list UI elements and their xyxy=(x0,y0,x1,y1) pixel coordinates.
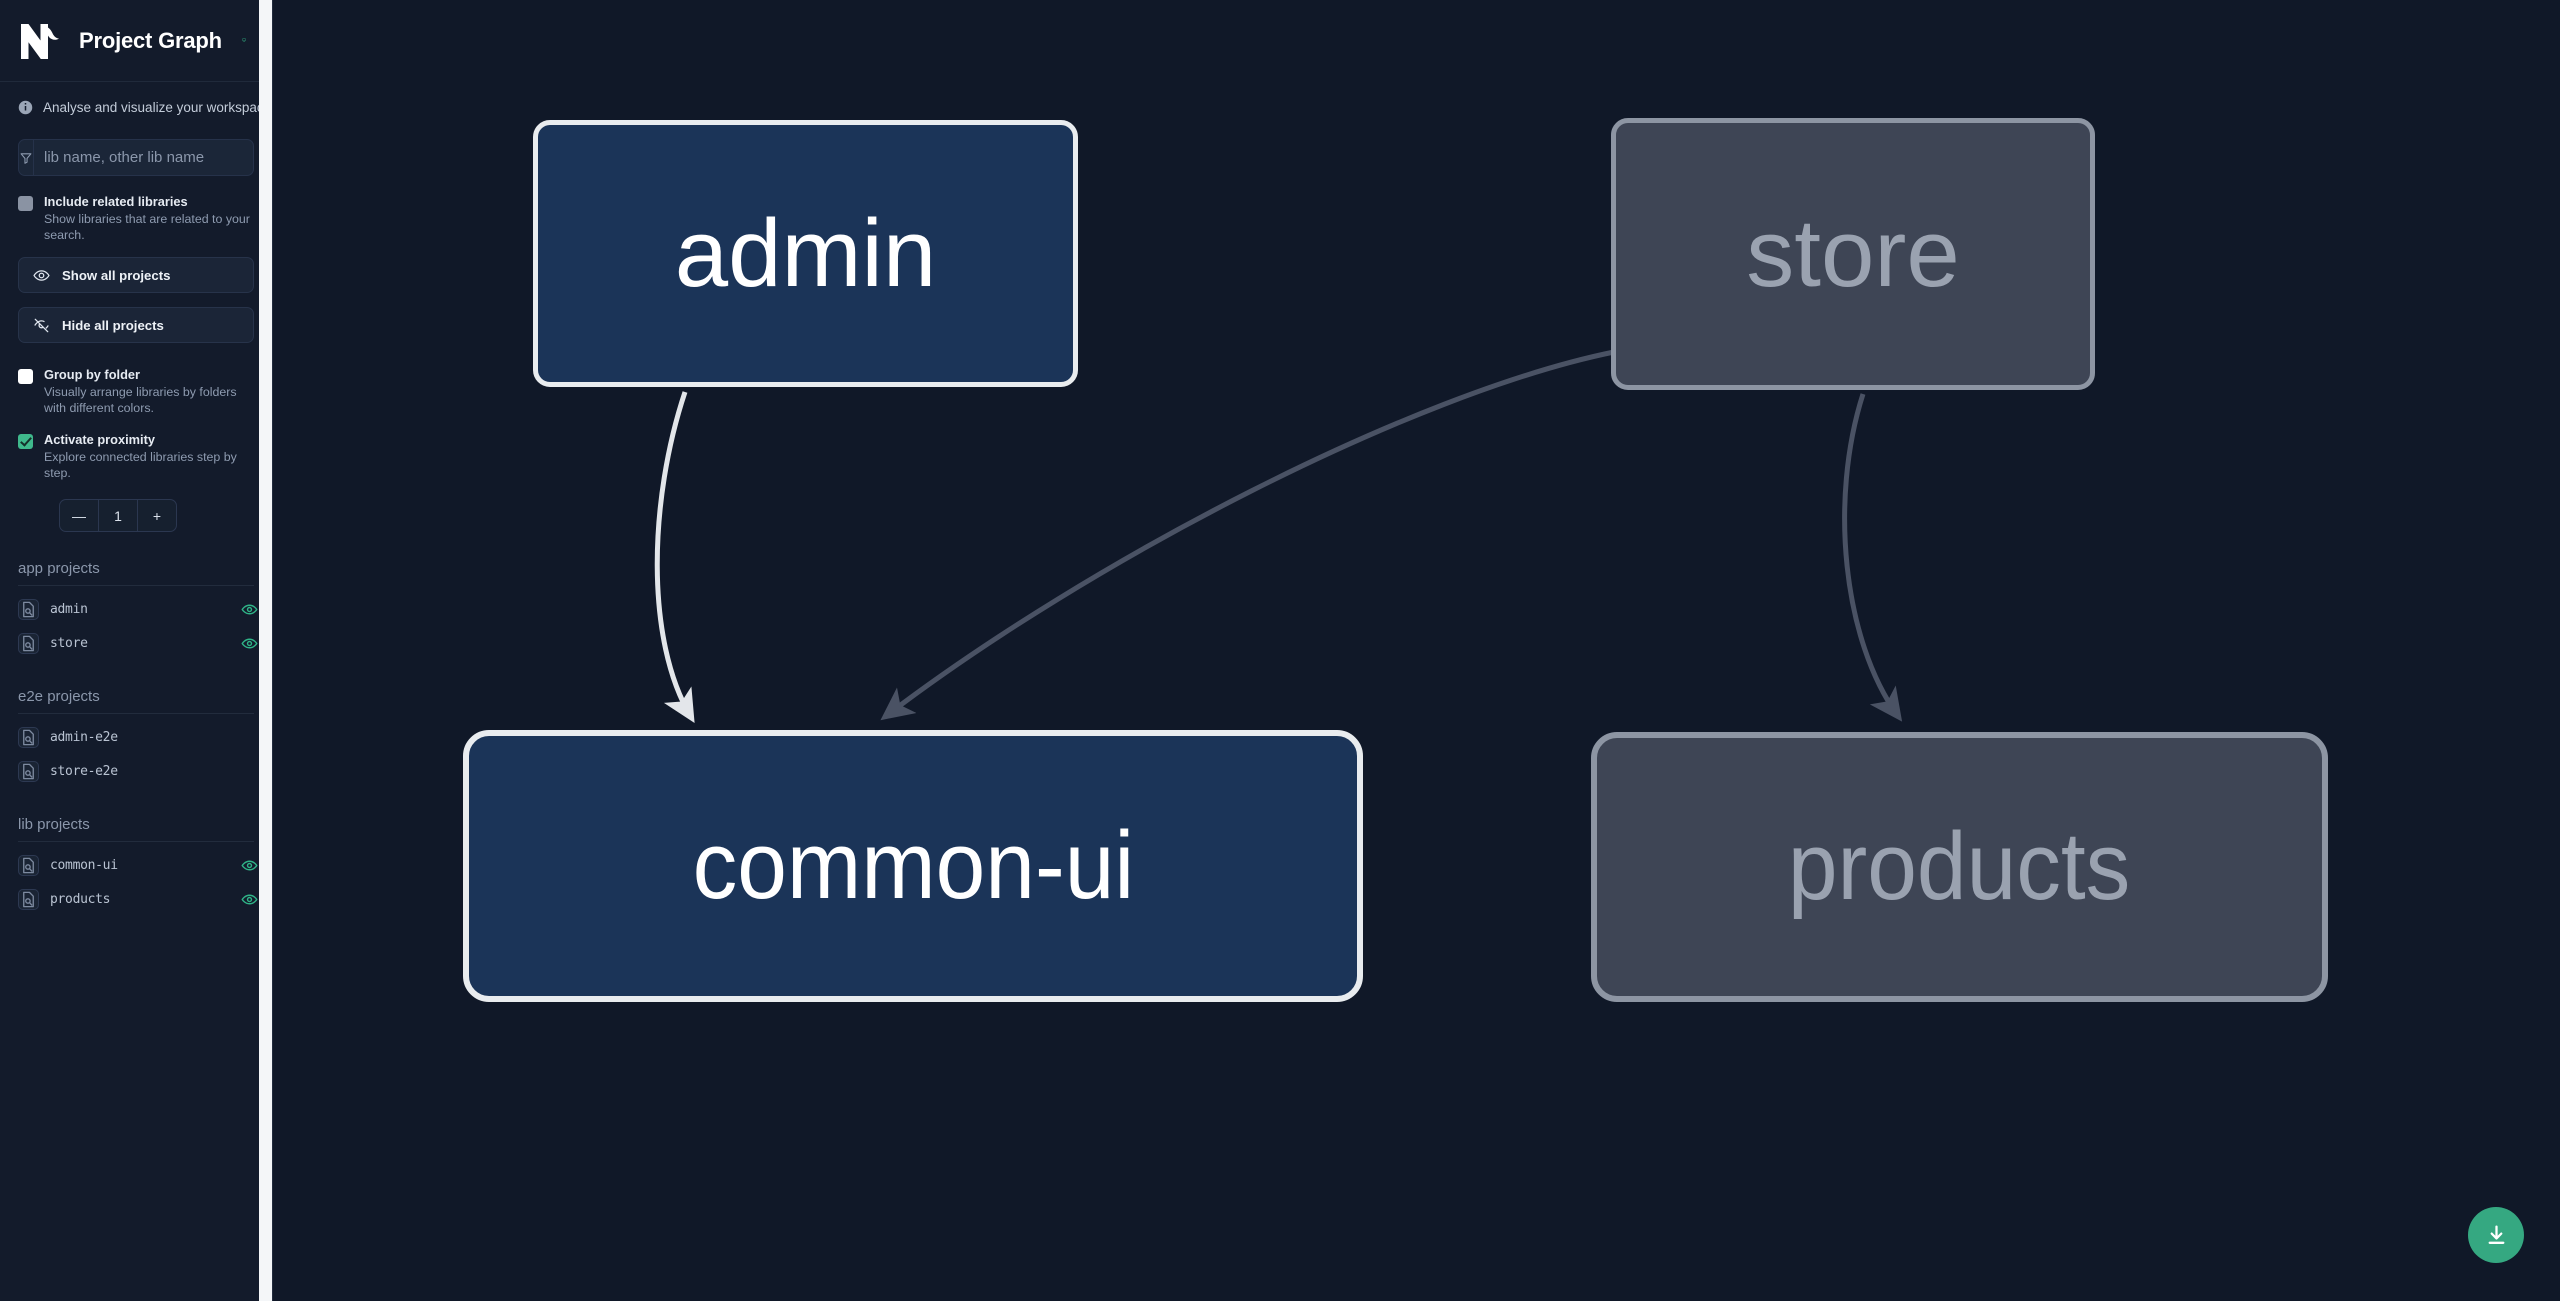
eye-icon[interactable] xyxy=(241,891,258,908)
project-list-lib: common-ui products xyxy=(0,842,272,916)
project-item-admin[interactable]: admin xyxy=(18,592,258,626)
project-graph-canvas[interactable]: admin store common-ui products xyxy=(273,0,2560,1301)
option-include-related[interactable]: Include related libraries Show libraries… xyxy=(0,176,272,243)
include-related-label: Include related libraries xyxy=(44,194,188,209)
show-all-projects-label: Show all projects xyxy=(62,267,171,283)
project-item-common-ui[interactable]: common-ui xyxy=(18,848,258,882)
graph-node-label: common-ui xyxy=(692,812,1134,919)
nx-logo xyxy=(18,20,65,62)
graph-node-store[interactable]: store xyxy=(1611,118,2095,390)
option-activate-proximity[interactable]: Activate proximity Explore connected lib… xyxy=(0,416,272,481)
eye-icon[interactable] xyxy=(241,601,258,618)
download-button[interactable] xyxy=(2468,1207,2524,1263)
section-heading-app-projects: app projects xyxy=(18,532,254,586)
project-name: store xyxy=(50,635,88,651)
stepper-divider xyxy=(137,500,138,531)
project-name: admin xyxy=(50,601,88,617)
project-file-icon xyxy=(18,854,39,876)
hide-all-projects-button[interactable]: Hide all projects xyxy=(18,307,254,343)
edge-admin-to-common-ui xyxy=(654,391,695,724)
edge-store-to-common-ui xyxy=(880,349,1615,721)
project-file-icon xyxy=(18,632,39,654)
project-item-products[interactable]: products xyxy=(18,882,258,916)
project-item-admin-e2e[interactable]: admin-e2e xyxy=(18,720,258,754)
section-heading-e2e-projects: e2e projects xyxy=(18,660,254,714)
option-group-by-folder[interactable]: Group by folder Visually arrange librari… xyxy=(0,343,272,416)
include-related-description: Show libraries that are related to your … xyxy=(44,212,250,242)
include-related-checkbox[interactable] xyxy=(18,196,33,211)
sidebar: Project Graph Analyse and visualize your… xyxy=(0,0,273,1301)
project-name: products xyxy=(50,891,111,907)
project-item-store[interactable]: store xyxy=(18,626,258,660)
download-icon xyxy=(2488,1225,2504,1244)
sidebar-scrollbar[interactable] xyxy=(259,0,272,1301)
project-name: store-e2e xyxy=(50,763,118,779)
project-name: common-ui xyxy=(50,857,118,873)
project-name: admin-e2e xyxy=(50,729,118,745)
eye-off-icon xyxy=(34,318,49,332)
project-file-icon xyxy=(18,726,39,748)
eye-icon[interactable] xyxy=(241,857,258,874)
group-by-folder-checkbox[interactable] xyxy=(18,369,33,384)
activate-proximity-label: Activate proximity xyxy=(44,432,155,447)
graph-node-common-ui[interactable]: common-ui xyxy=(463,730,1363,1002)
eye-icon xyxy=(33,269,50,281)
group-by-folder-label: Group by folder xyxy=(44,367,140,382)
project-item-store-e2e[interactable]: store-e2e xyxy=(18,754,258,788)
search-input[interactable] xyxy=(34,140,253,175)
filter-funnel-icon xyxy=(19,140,34,175)
proximity-value: 1 xyxy=(114,507,122,524)
project-list-e2e: admin-e2e store-e2e xyxy=(0,714,272,788)
tagline-text: Analyse and visualize your workspace. xyxy=(43,100,273,115)
graph-node-label: products xyxy=(1788,813,2131,920)
proximity-stepper[interactable]: — 1 + xyxy=(59,499,177,532)
section-heading-lib-projects: lib projects xyxy=(18,788,254,842)
hide-all-projects-label: Hide all projects xyxy=(62,317,164,333)
tagline: Analyse and visualize your workspace. xyxy=(0,82,272,119)
show-all-projects-button[interactable]: Show all projects xyxy=(18,257,254,293)
activate-proximity-checkbox[interactable] xyxy=(18,434,33,449)
search-box[interactable] xyxy=(18,139,254,176)
graph-edges xyxy=(654,349,1903,724)
proximity-decrement-button[interactable]: — xyxy=(72,507,86,524)
eye-icon[interactable] xyxy=(241,635,258,652)
page-title: Project Graph xyxy=(79,27,222,53)
project-file-icon xyxy=(18,760,39,782)
proximity-increment-button[interactable]: + xyxy=(152,507,162,524)
activate-proximity-description: Explore connected libraries step by step… xyxy=(44,450,237,480)
graph-node-admin[interactable]: admin xyxy=(533,120,1078,387)
stepper-divider xyxy=(98,500,99,531)
graph-node-label: store xyxy=(1746,200,1960,307)
project-file-icon xyxy=(18,888,39,910)
monitor-icon[interactable] xyxy=(242,30,246,52)
project-file-icon xyxy=(18,598,39,620)
graph-node-products[interactable]: products xyxy=(1591,732,2328,1002)
project-list-app: admin store xyxy=(0,586,272,660)
sidebar-header: Project Graph xyxy=(0,0,272,82)
graph-node-label: admin xyxy=(674,199,937,307)
info-icon xyxy=(18,100,33,115)
group-by-folder-description: Visually arrange libraries by folders wi… xyxy=(44,385,237,415)
edge-store-to-products xyxy=(1842,393,1903,722)
